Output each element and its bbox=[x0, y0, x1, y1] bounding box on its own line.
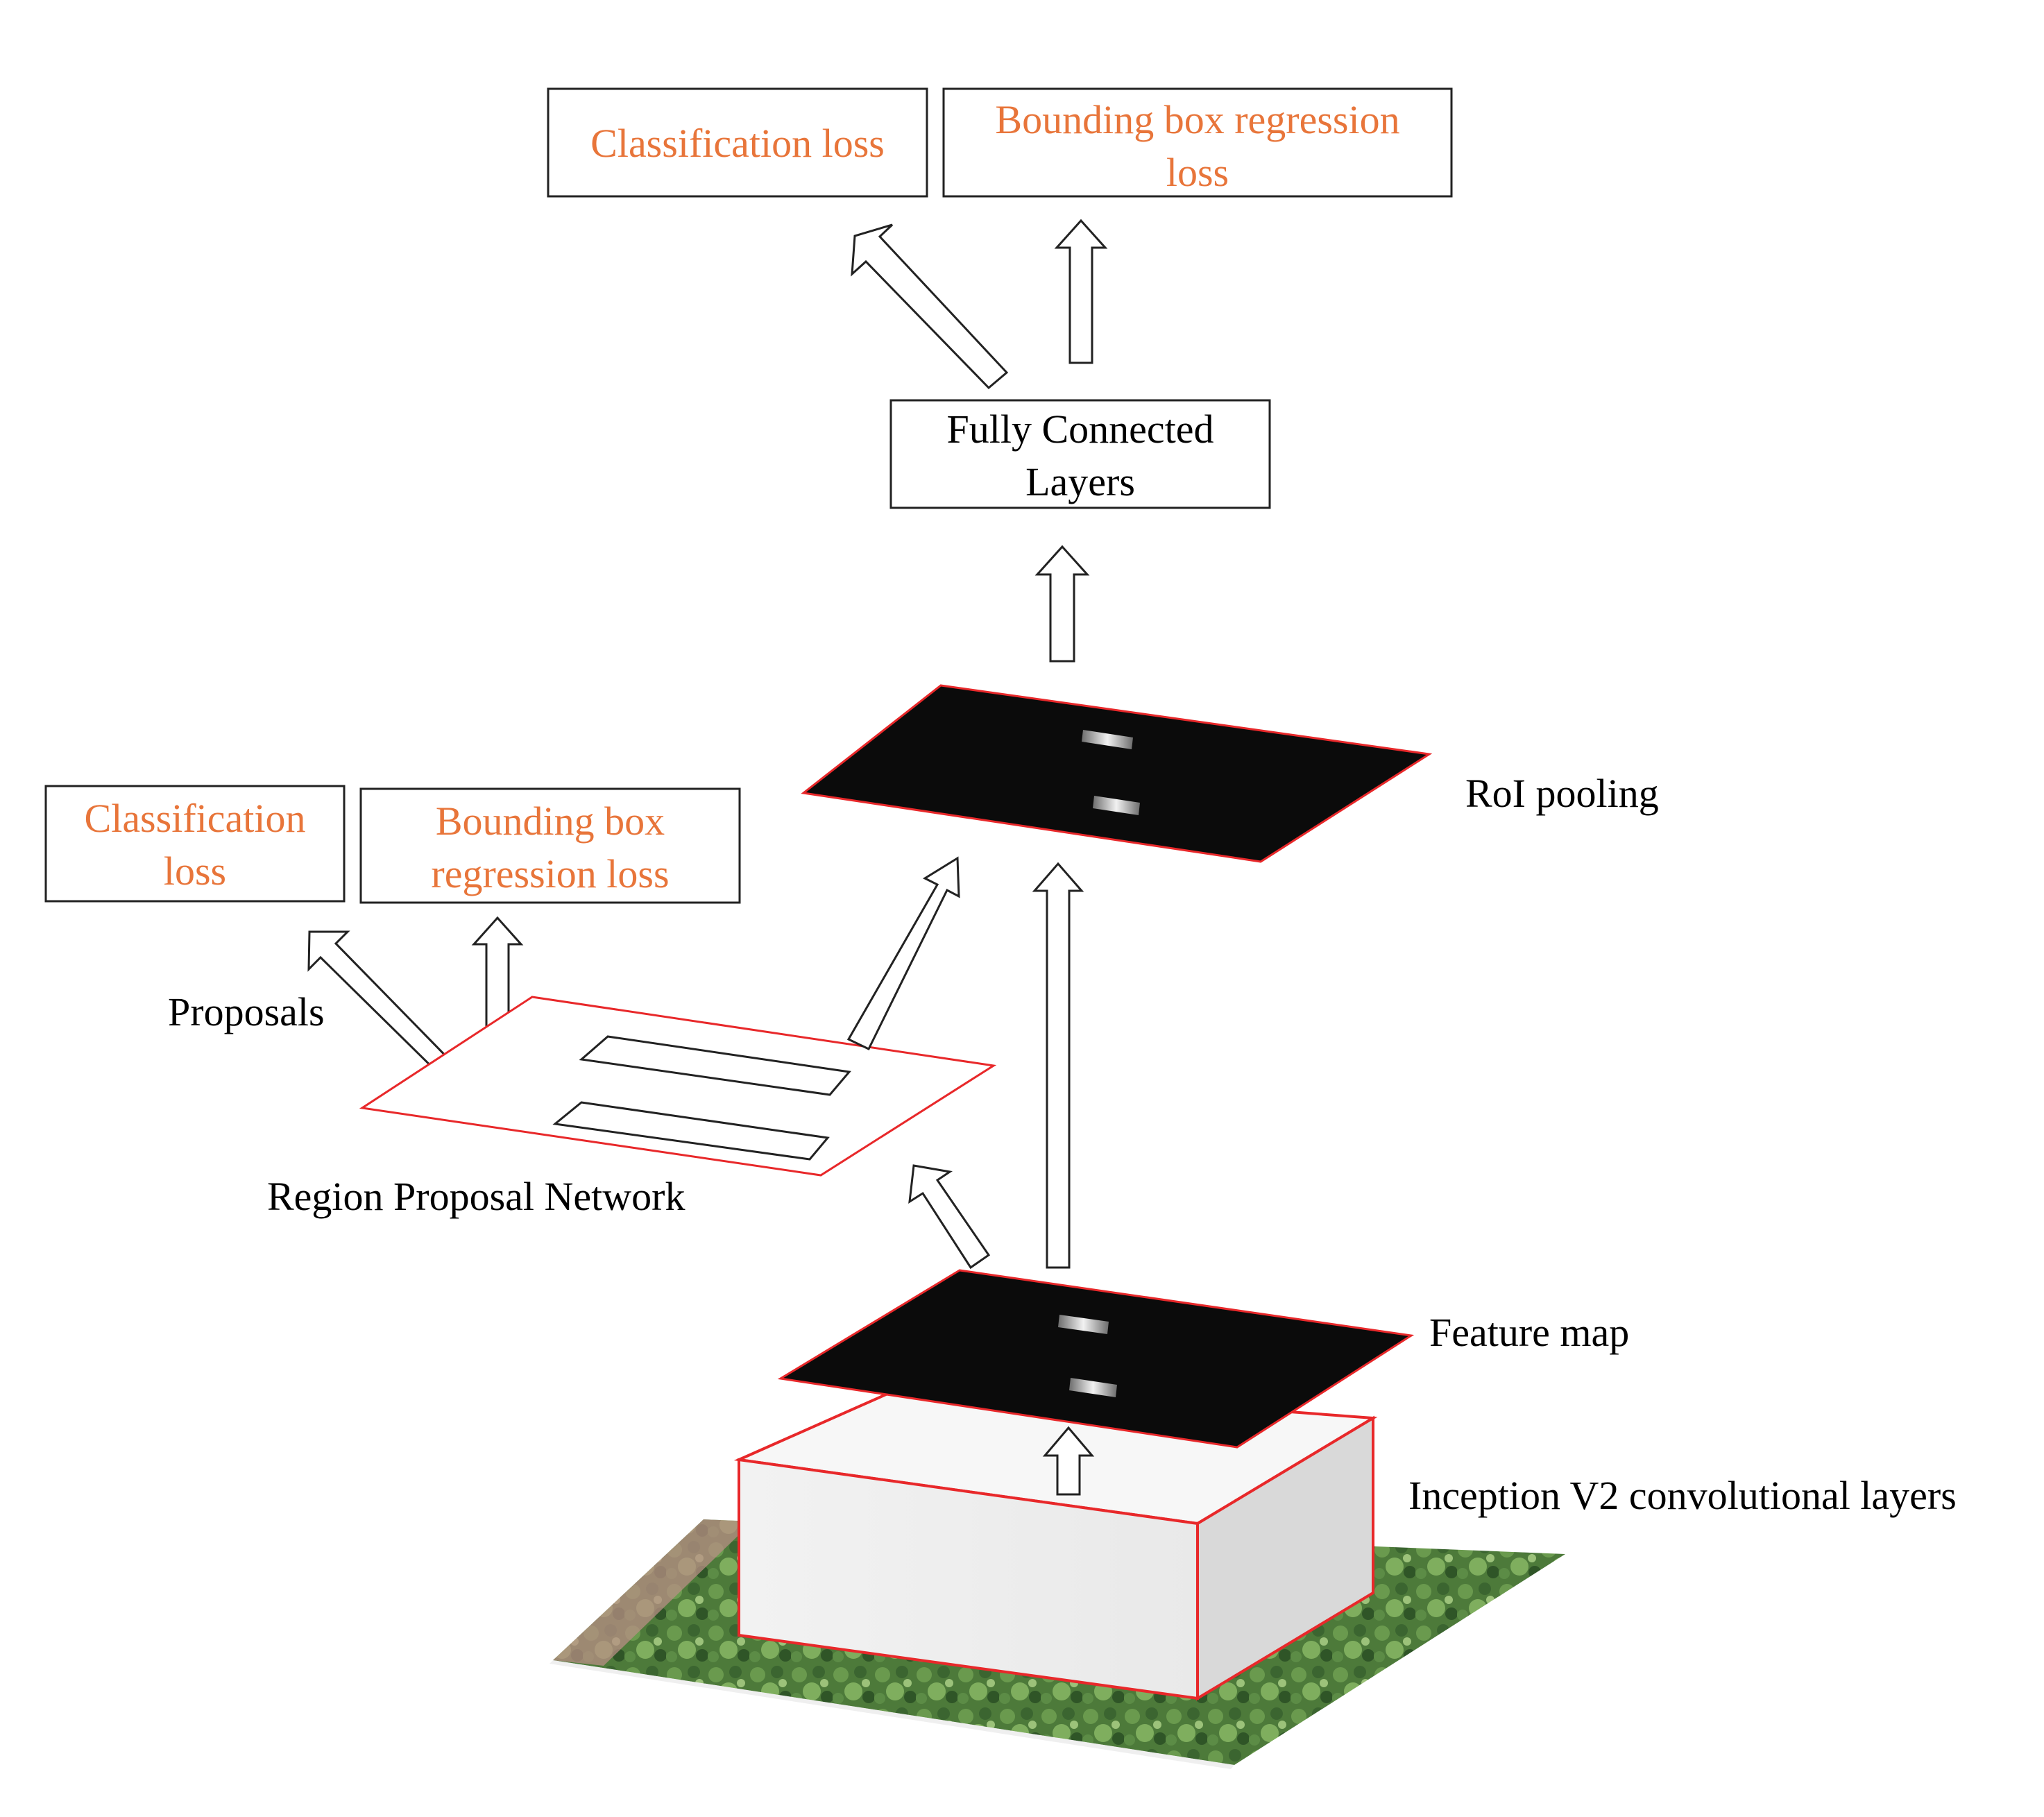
top-bbox-regression-loss-box: Bounding box regression loss bbox=[942, 87, 1453, 198]
top-bbox-regression-loss-label-line-2: loss bbox=[1166, 150, 1229, 195]
arrow-fc-to-bbox bbox=[1054, 219, 1108, 364]
region-proposal-network-plane bbox=[359, 996, 997, 1177]
fully-connected-layers-label-line-2: Layers bbox=[1025, 459, 1135, 504]
inception-conv-layers-label: Inception V2 convolutional layers bbox=[1408, 1473, 1957, 1518]
rpn-classification-loss-label-line-2: loss bbox=[164, 848, 226, 894]
proposal-region-1 bbox=[579, 1035, 851, 1096]
arrow-conv-to-feature bbox=[1042, 1426, 1095, 1496]
fully-connected-layers-label-line-1: Fully Connected bbox=[946, 407, 1213, 452]
roi-region-2 bbox=[1093, 796, 1140, 815]
proposal-region-2 bbox=[552, 1101, 830, 1161]
feature-region-1 bbox=[1058, 1315, 1109, 1334]
rpn-bbox-regression-loss-label-line-2: regression loss bbox=[431, 851, 669, 896]
arrow-rpn-to-roi bbox=[846, 856, 960, 1050]
feature-map-plane bbox=[777, 1269, 1415, 1449]
rpn-classification-loss-label: Classification loss bbox=[85, 796, 306, 894]
arrow-fc-to-classification bbox=[851, 223, 1009, 390]
rpn-classification-loss-box: Classification loss bbox=[44, 785, 346, 903]
rpn-bbox-regression-loss-label-line-1: Bounding box bbox=[436, 799, 665, 844]
feature-map-label: Feature map bbox=[1429, 1310, 1629, 1355]
feature-map-label-line-1: Feature map bbox=[1429, 1310, 1629, 1355]
top-bbox-regression-loss-label: Bounding box regression loss bbox=[995, 97, 1399, 195]
proposals-label: Proposals bbox=[168, 989, 325, 1034]
arrow-feature-to-roi bbox=[1032, 862, 1084, 1269]
feature-region-2 bbox=[1069, 1378, 1117, 1397]
top-classification-loss-label-line-1: Classification loss bbox=[590, 121, 885, 166]
inception-conv-layers-label-line-1: Inception V2 convolutional layers bbox=[1408, 1473, 1957, 1518]
proposals-label-line-1: Proposals bbox=[168, 989, 325, 1034]
roi-region-1 bbox=[1082, 730, 1133, 749]
roi-pooling-plane bbox=[801, 684, 1433, 863]
top-classification-loss-label: Classification loss bbox=[590, 121, 885, 166]
arrow-roi-to-fc bbox=[1034, 545, 1090, 663]
roi-pooling-label-line-1: RoI pooling bbox=[1465, 771, 1659, 816]
arrow-rpn-to-classification bbox=[307, 930, 460, 1082]
region-proposal-network-label: Region Proposal Network bbox=[267, 1174, 685, 1219]
rpn-bbox-regression-loss-label: Bounding box regression loss bbox=[431, 799, 669, 896]
top-bbox-regression-loss-label-line-1: Bounding box regression bbox=[995, 97, 1399, 142]
region-proposal-network-label-line-1: Region Proposal Network bbox=[267, 1174, 685, 1219]
rpn-bbox-regression-loss-box: Bounding box regression loss bbox=[359, 787, 741, 904]
top-classification-loss-box: Classification loss bbox=[547, 87, 928, 198]
arrow-feature-to-rpn bbox=[908, 1164, 991, 1270]
rpn-classification-loss-label-line-1: Classification bbox=[85, 796, 306, 841]
roi-pooling-label: RoI pooling bbox=[1465, 771, 1659, 816]
